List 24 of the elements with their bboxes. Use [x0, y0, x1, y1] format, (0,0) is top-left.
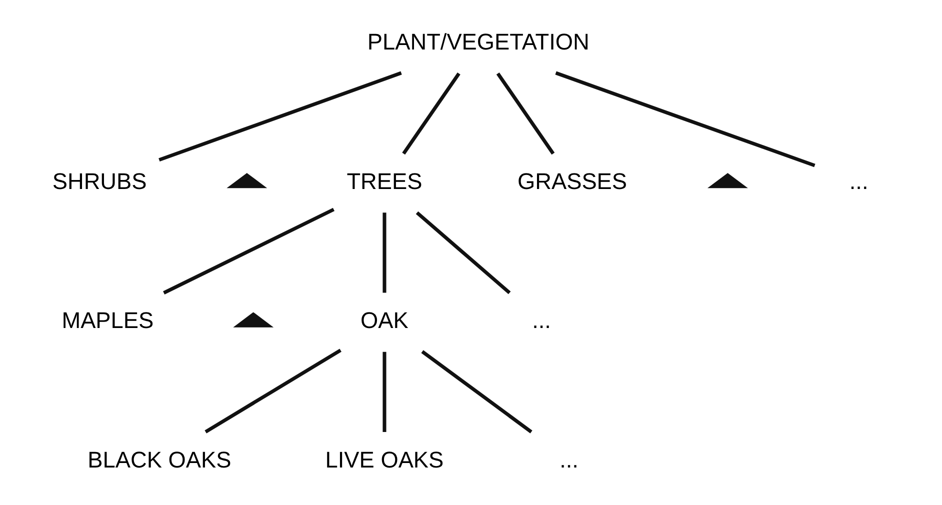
node-text: MAPLES — [61, 307, 154, 334]
connector — [382, 352, 386, 432]
connector — [415, 211, 510, 294]
node-text: ... — [559, 446, 578, 472]
node-text: BLACK OAKS — [87, 446, 231, 472]
node-caret — [706, 172, 748, 188]
connector — [496, 72, 554, 155]
connector — [162, 208, 334, 294]
connector — [420, 350, 532, 434]
connector — [382, 212, 386, 293]
node-text: PLANT/VEGETATION — [366, 28, 589, 55]
connector — [554, 71, 815, 168]
node-text: LIVE OAKS — [324, 446, 444, 472]
connector — [204, 348, 341, 434]
connector — [402, 72, 460, 155]
node-text: ... — [848, 168, 868, 194]
node-text: SHRUBS — [52, 168, 146, 194]
node-text: OAK — [360, 307, 408, 334]
connector — [158, 71, 402, 162]
node-text: ... — [532, 307, 550, 334]
node-caret — [232, 312, 274, 328]
node-text: TREES — [346, 168, 422, 194]
node-caret — [226, 172, 267, 188]
node-text: GRASSES — [517, 168, 627, 194]
